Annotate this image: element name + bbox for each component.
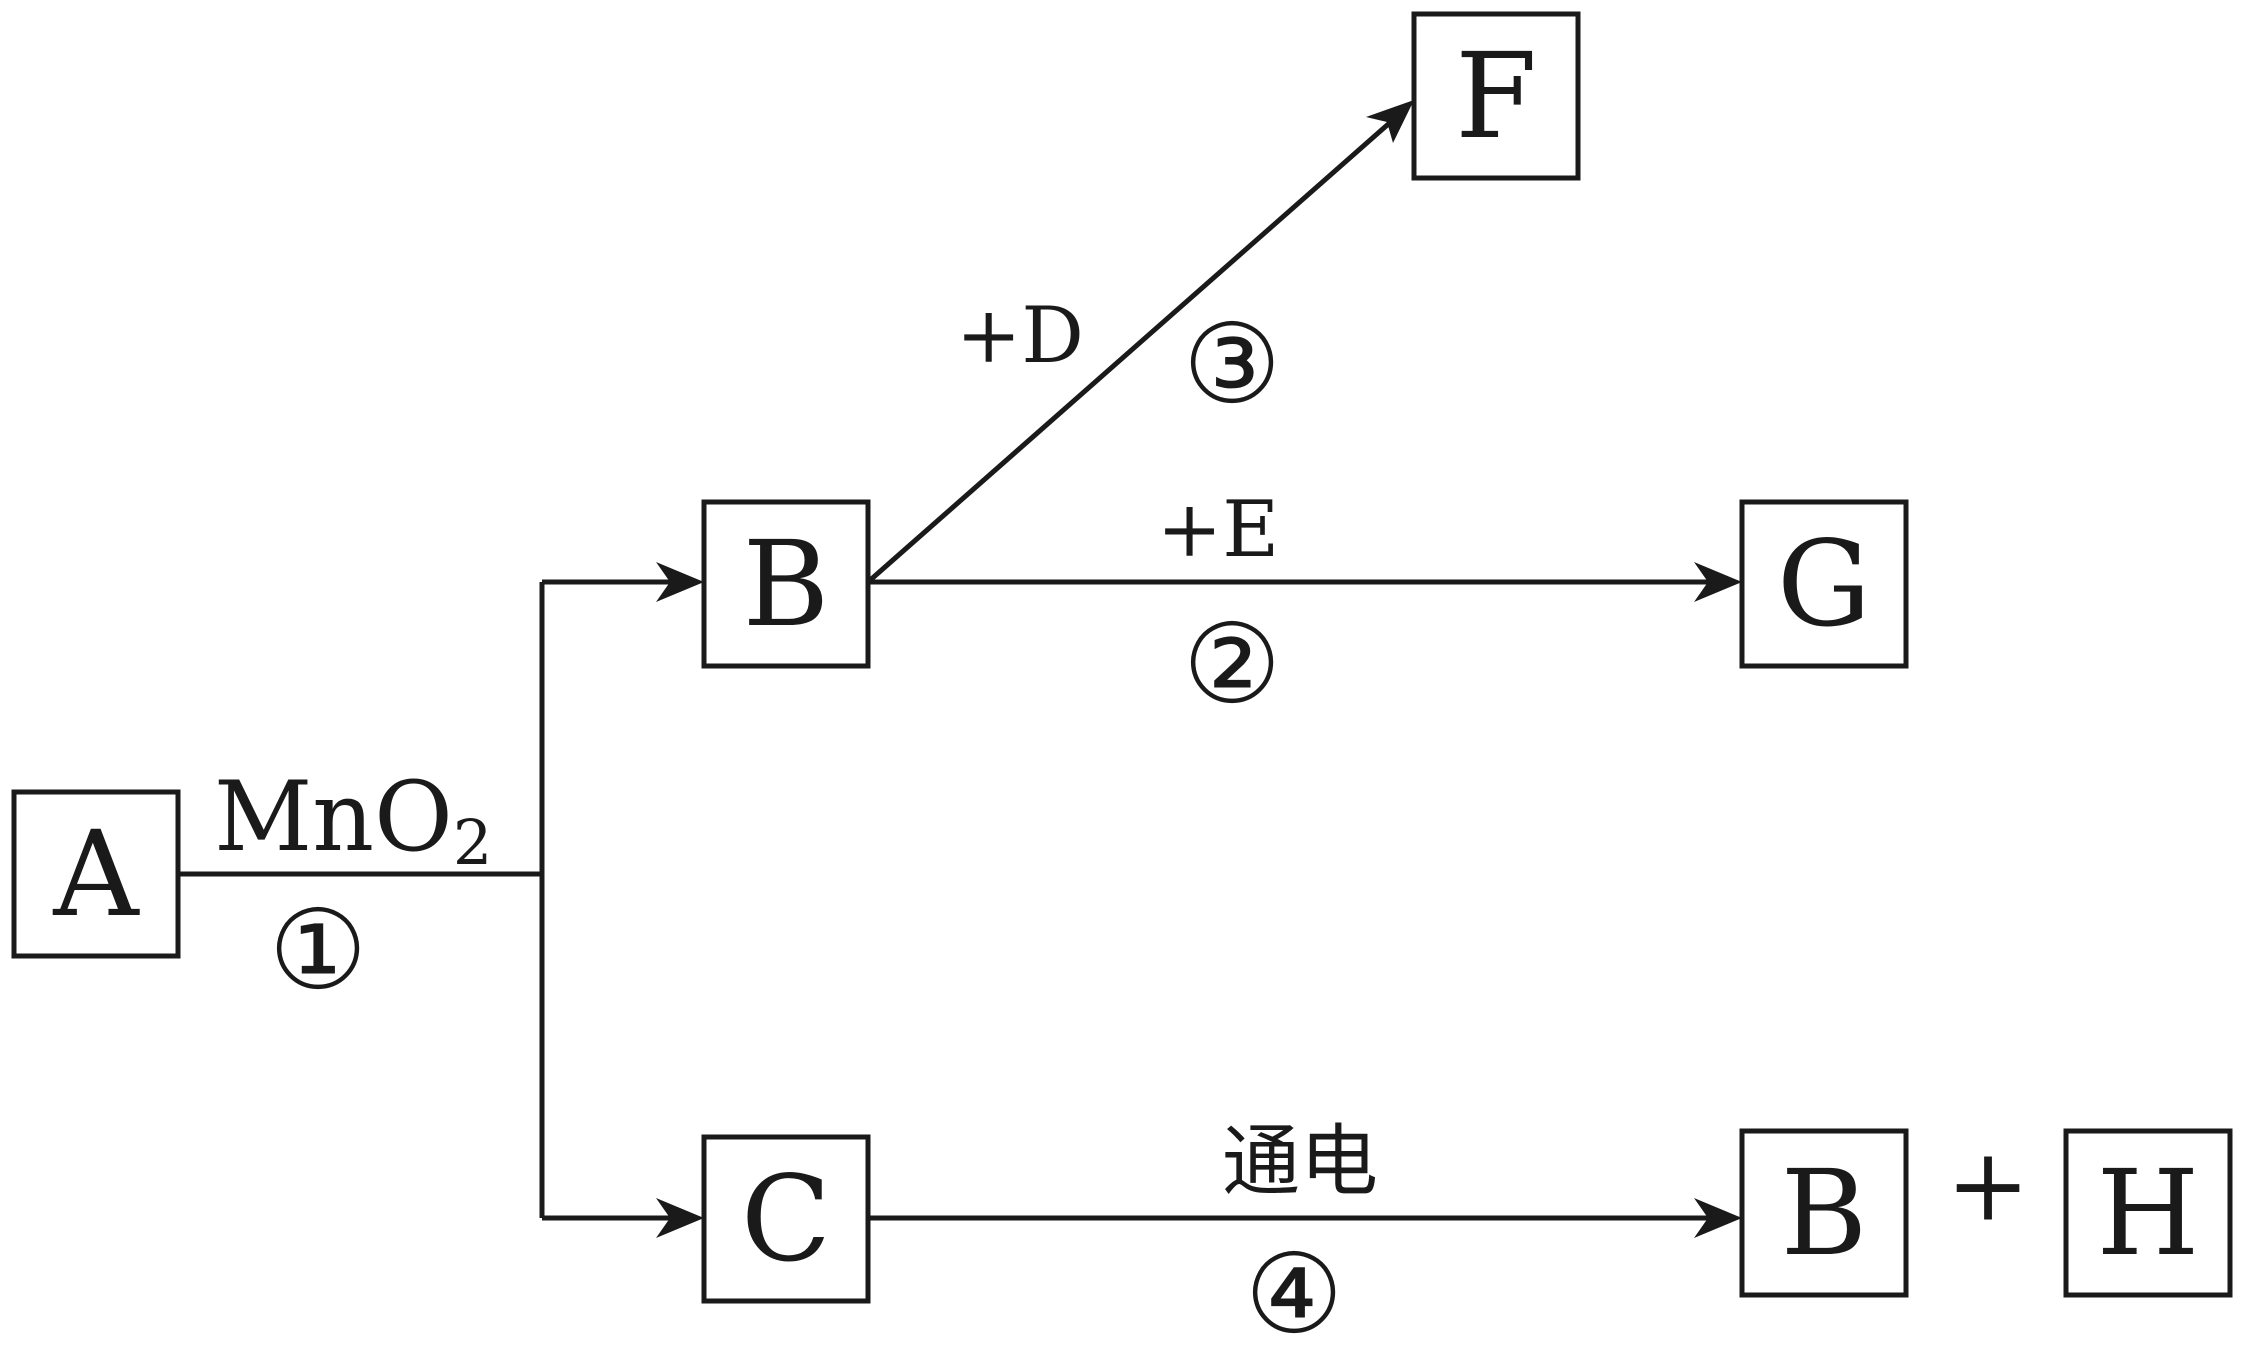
condition-mno2: MnO2 xyxy=(214,761,492,879)
node-a-label: A xyxy=(52,805,140,943)
arrowhead-to-b2 xyxy=(1694,1198,1742,1238)
arrowhead-to-f xyxy=(1366,100,1414,143)
node-g: G xyxy=(1739,499,1909,669)
node-h-label: H xyxy=(2097,1144,2200,1282)
node-f: F xyxy=(1411,11,1581,181)
node-b-product-label: B xyxy=(1781,1144,1868,1282)
condition-plus-e: +E xyxy=(1157,485,1279,575)
node-g-label: G xyxy=(1777,515,1871,653)
plus-sign: + xyxy=(1946,1127,2030,1244)
node-b-label: B xyxy=(743,515,830,653)
node-b-product: B xyxy=(1739,1128,1909,1298)
arrowhead-to-g xyxy=(1694,562,1742,602)
node-b: B xyxy=(701,499,871,669)
arrowhead-to-c xyxy=(656,1198,704,1238)
step-3-label: ③ xyxy=(1183,300,1282,428)
step-1-label: ① xyxy=(269,886,368,1014)
arrowhead-to-b xyxy=(656,562,704,602)
line-b-to-f xyxy=(866,110,1404,584)
step-2-label: ② xyxy=(1183,600,1282,728)
step-4-label: ④ xyxy=(1245,1230,1344,1350)
condition-plus-d: +D xyxy=(956,291,1084,381)
node-c-label: C xyxy=(741,1150,831,1288)
node-h: H xyxy=(2063,1128,2233,1298)
condition-mno2-subscript: 2 xyxy=(453,806,492,879)
condition-electrolysis: 通电 xyxy=(1222,1117,1378,1207)
node-a: A xyxy=(11,789,181,959)
node-c: C xyxy=(701,1134,871,1304)
node-f-label: F xyxy=(1455,27,1537,165)
